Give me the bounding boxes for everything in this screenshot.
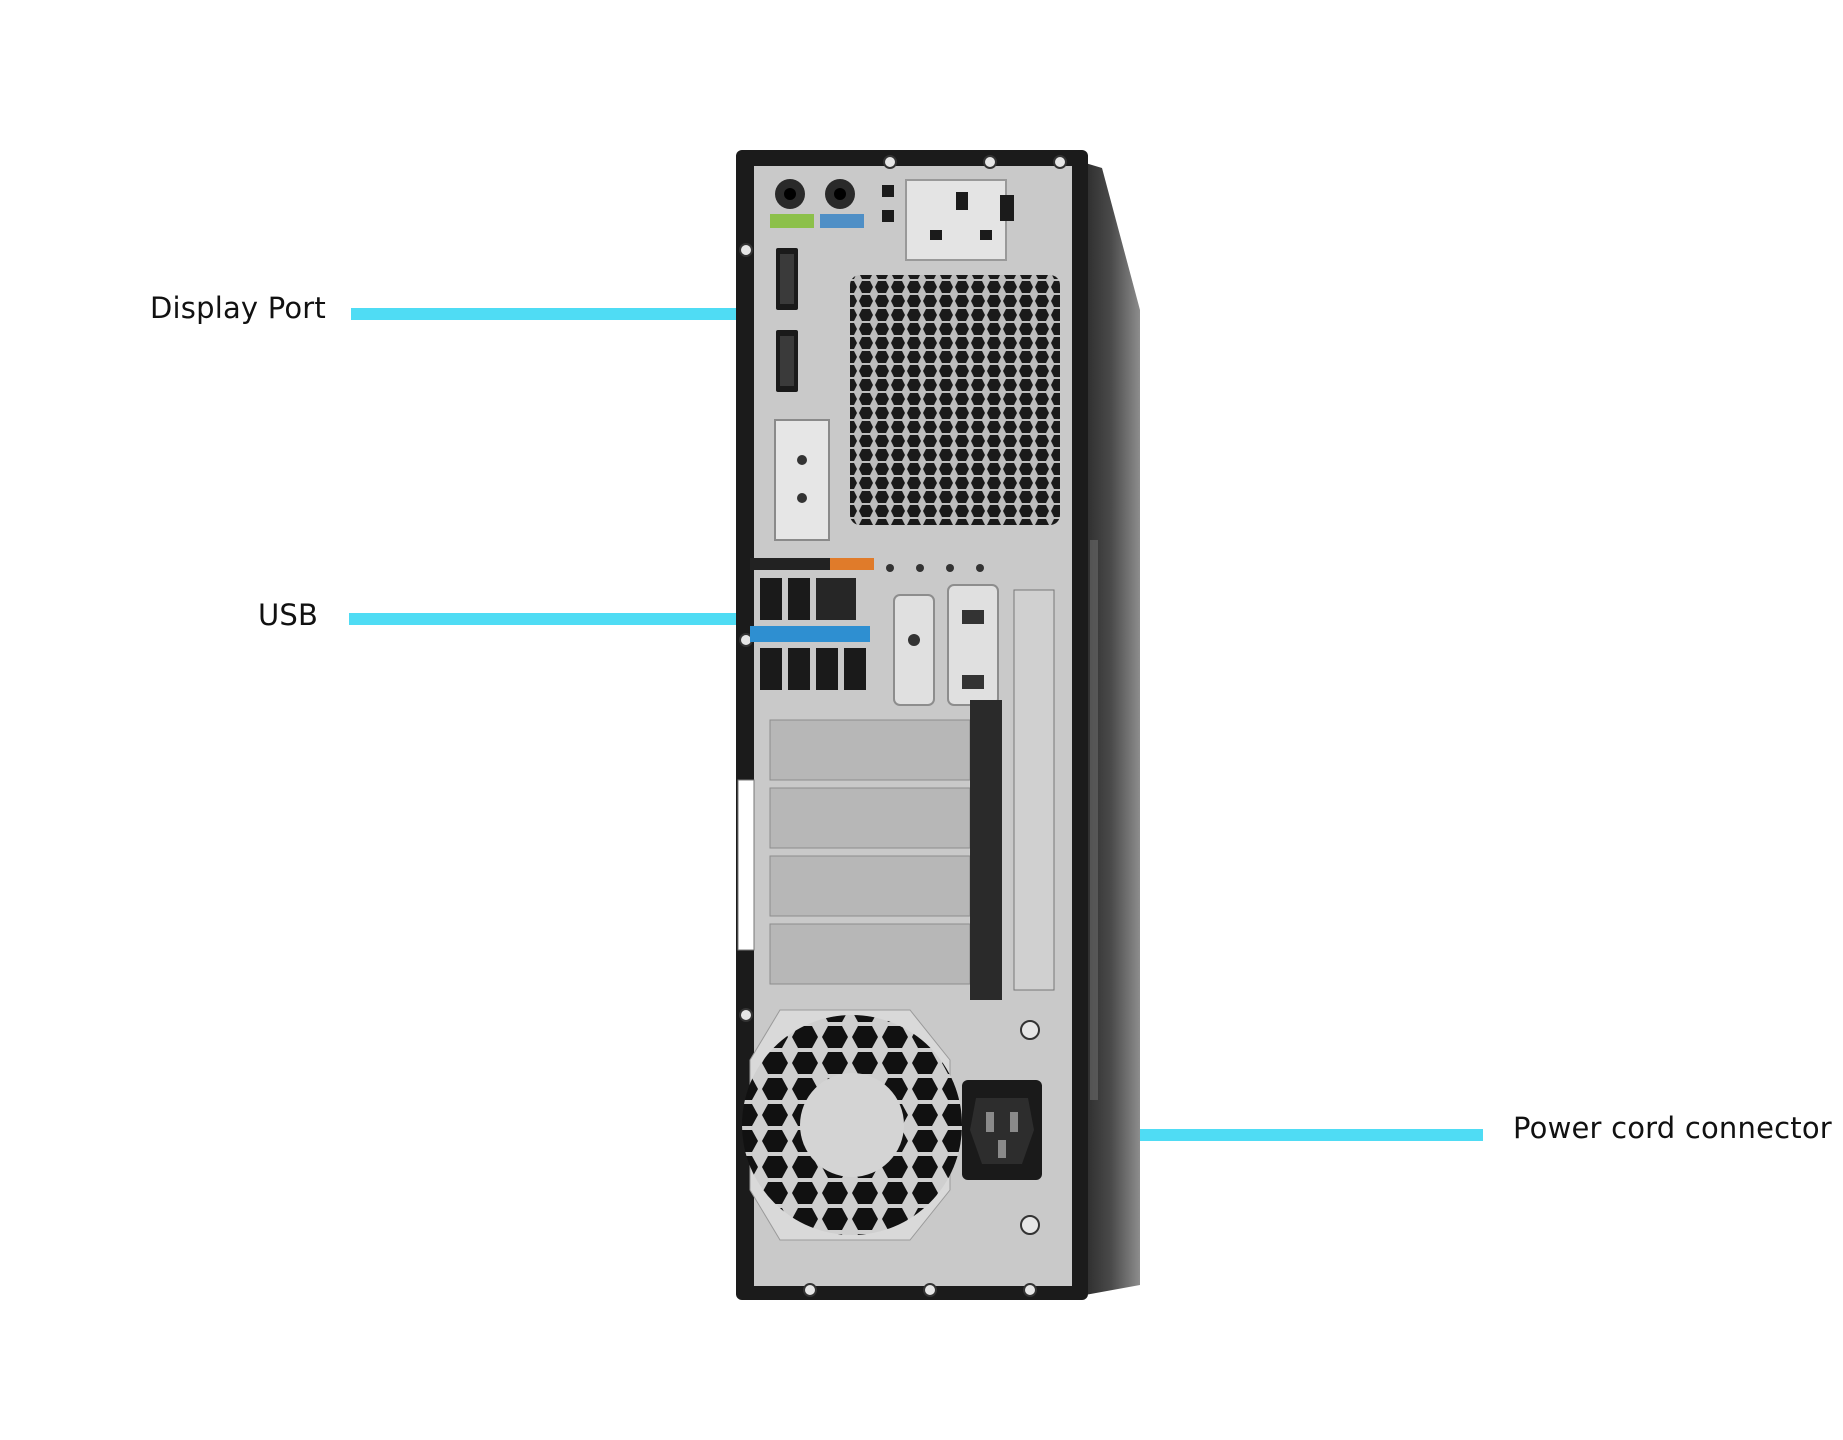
label-display-port: Display Port [150,291,327,325]
audio-jacks [770,179,864,228]
label-power-cord-connector: Power cord connector [1513,1111,1832,1145]
upper-vent [850,275,1060,525]
usb-ports [750,558,874,690]
label-usb: USB [258,598,319,632]
desktop-tower-rear-illustration [736,150,1140,1300]
display-port-connectors [776,248,798,392]
leader-line-power-cord [1083,1129,1483,1141]
leader-line-display-port [351,308,751,320]
power-cord-connector [962,1080,1042,1180]
psu-fan [742,1009,1040,1241]
leader-line-usb [349,613,749,625]
expansion-slots [769,589,1055,1000]
